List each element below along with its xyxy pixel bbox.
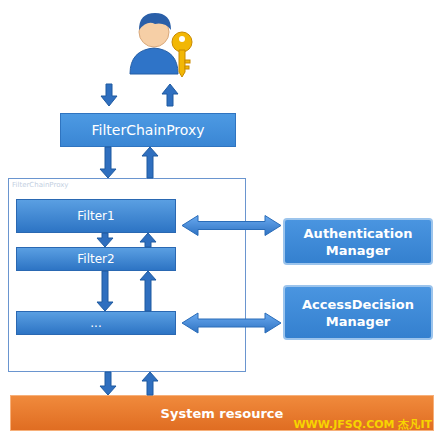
proxy-band: FilterChainProxy: [60, 113, 236, 147]
filter-container: FilterChainProxyFilter1Filter2...: [8, 178, 246, 372]
flow-arrow: [100, 147, 116, 178]
up-arrow: [162, 84, 178, 106]
double-arrow: [182, 313, 281, 333]
flow-arrow: [140, 233, 156, 247]
node-text: ...: [90, 316, 101, 330]
node-text: FilterChainProxy: [91, 122, 204, 138]
node-text: Filter2: [77, 252, 114, 266]
manager-box: AccessDecision Manager: [283, 285, 433, 340]
flow-arrow: [140, 271, 156, 311]
flow-arrow: [97, 271, 113, 311]
manager-box: Authentication Manager: [283, 218, 433, 265]
double-arrow: [182, 216, 281, 236]
filter-band: Filter1: [16, 199, 176, 233]
flow-arrow: [100, 372, 116, 395]
node-text: AccessDecision Manager: [293, 296, 423, 330]
flow-arrow: [142, 372, 158, 395]
node-text: Filter1: [77, 209, 114, 223]
down-arrow: [101, 84, 117, 106]
filter-band: ...: [16, 311, 176, 335]
node-text: Authentication Manager: [293, 225, 423, 259]
flow-arrow: [142, 147, 158, 178]
node-text: FilterChainProxy: [12, 181, 69, 189]
watermark-text: WWW.JFSQ.COM 杰凡IT: [293, 417, 432, 432]
filter-band: Filter2: [16, 247, 176, 271]
user-icon: [130, 13, 192, 77]
flow-arrow: [97, 233, 113, 247]
node-text: System resource: [161, 406, 284, 421]
